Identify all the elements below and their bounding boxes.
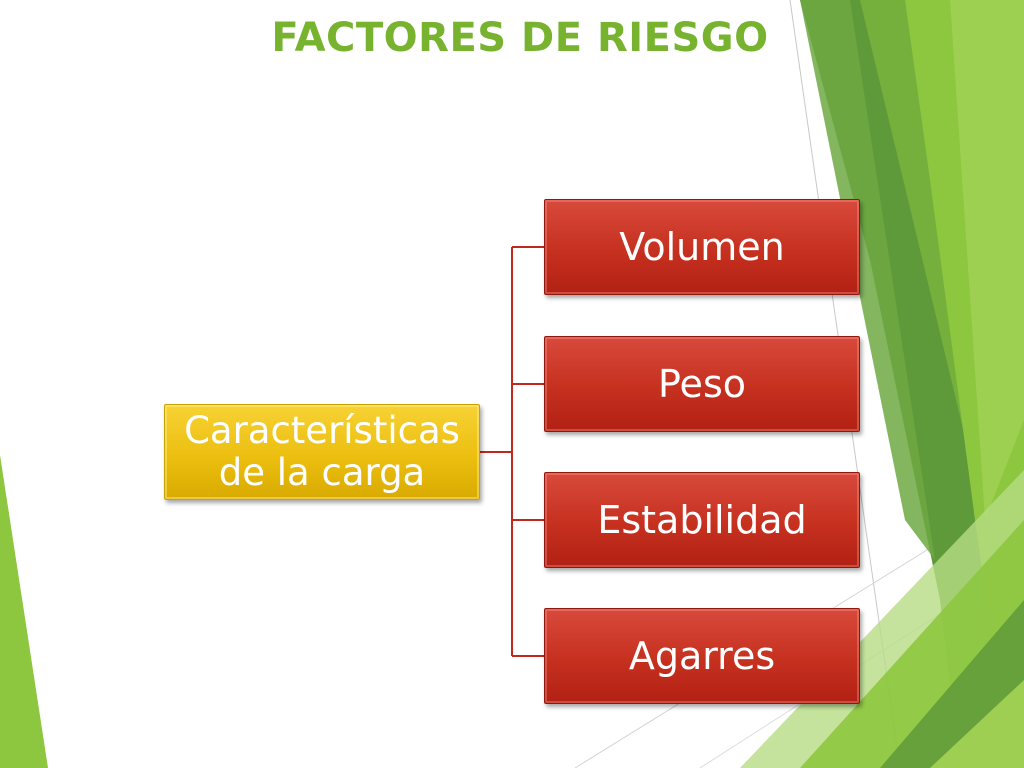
child-node-label: Estabilidad <box>597 498 807 542</box>
root-node-caracteristicas: Características de la carga <box>164 404 480 500</box>
root-node-label: Características de la carga <box>184 409 460 494</box>
slide-title: FACTORES DE RIESGO <box>271 15 769 61</box>
child-node-peso: Peso <box>544 336 860 432</box>
child-node-estabilidad: Estabilidad <box>544 472 860 568</box>
child-node-agarres: Agarres <box>544 608 860 704</box>
child-node-label: Peso <box>658 362 746 406</box>
child-node-label: Volumen <box>619 225 785 269</box>
child-node-label: Agarres <box>628 634 776 678</box>
child-node-volumen: Volumen <box>544 199 860 295</box>
